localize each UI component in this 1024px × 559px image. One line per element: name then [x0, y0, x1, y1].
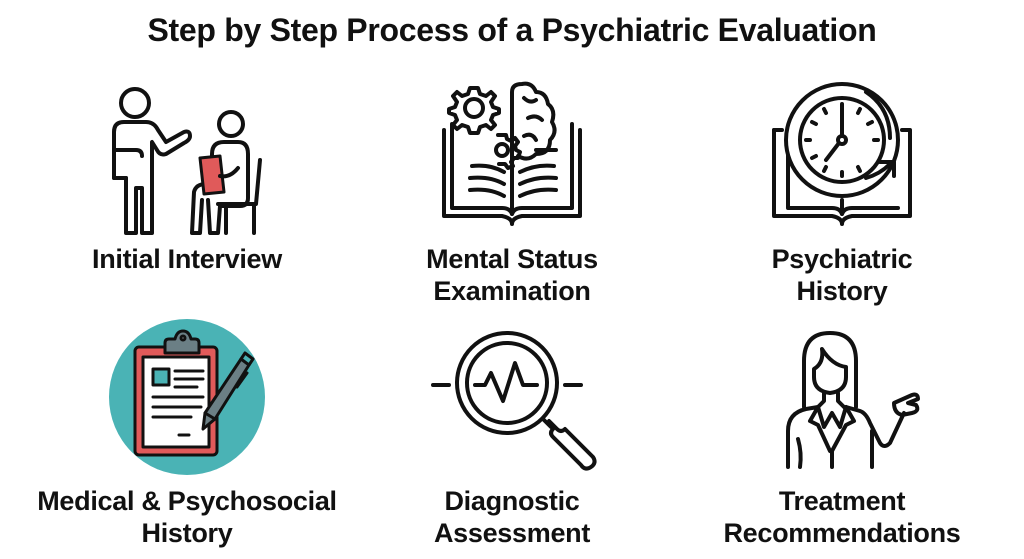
label-line: Examination	[433, 276, 591, 306]
label-line: Medical & Psychosocial	[37, 486, 337, 516]
label-line: History	[796, 276, 888, 306]
label-line: Recommendations	[723, 518, 961, 548]
doctor-presenting-icon	[762, 327, 922, 477]
step-label: Medical & Psychosocial History	[17, 485, 357, 549]
magnifier-pulse-icon	[427, 325, 597, 475]
step-mental-status-examination: Mental Status Examination	[342, 75, 682, 307]
clock-book-icon	[762, 80, 922, 230]
step-label: Initial Interview	[17, 243, 357, 275]
label-line: Initial Interview	[92, 244, 282, 274]
step-initial-interview: Initial Interview	[17, 75, 357, 285]
label-line: Assessment	[433, 518, 591, 548]
step-medical-psychosocial-history: Medical & Psychosocial History	[17, 315, 357, 559]
page-title: Step by Step Process of a Psychiatric Ev…	[147, 12, 877, 48]
step-label: Treatment Recommendations	[672, 485, 1012, 549]
interview-icon	[102, 80, 272, 240]
step-treatment-recommendations: Treatment Recommendations	[672, 315, 1012, 559]
label-line: Psychiatric	[771, 244, 913, 274]
label-line: History	[141, 518, 233, 548]
clipboard-icon	[107, 317, 267, 477]
step-label: Psychiatric History	[672, 243, 1012, 307]
label-line: Mental Status	[426, 244, 598, 274]
brain-book-icon	[432, 80, 592, 230]
step-psychiatric-history: Psychiatric History	[672, 75, 1012, 307]
step-label: Mental Status Examination	[342, 243, 682, 307]
step-label: Diagnostic Assessment	[342, 485, 682, 549]
label-line: Diagnostic	[444, 486, 580, 516]
step-diagnostic-assessment: Diagnostic Assessment	[342, 315, 682, 559]
label-line: Treatment	[778, 486, 906, 516]
